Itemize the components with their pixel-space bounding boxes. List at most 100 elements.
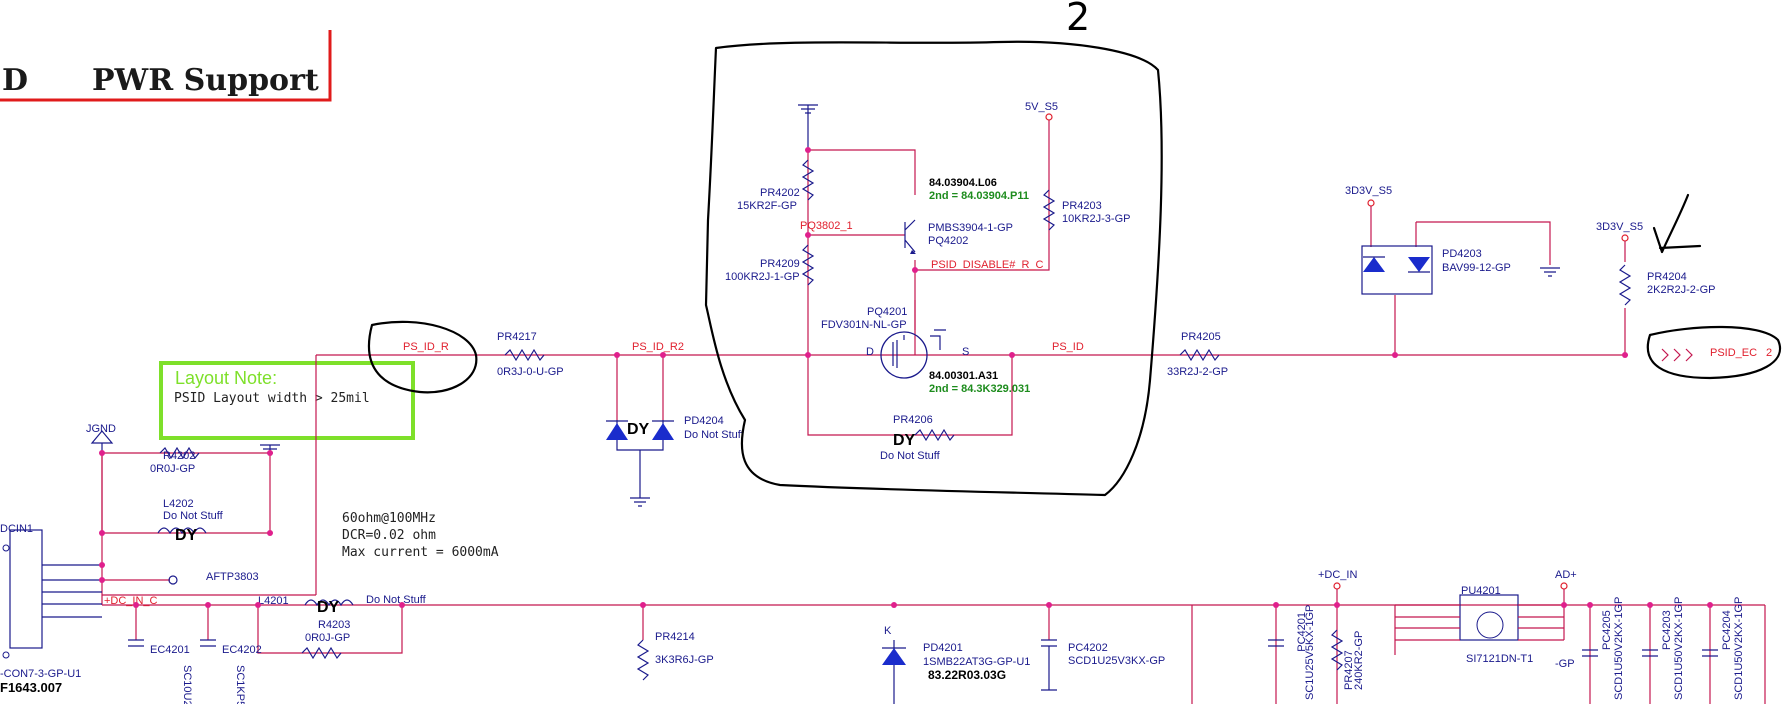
inductor-note: 60ohm@100MHz DCR=0.02 ohm Max current = … xyxy=(342,511,499,560)
pr4202-ref: PR4202 xyxy=(760,187,800,199)
pd4204-ref: PD4204 xyxy=(684,415,724,427)
hand-outline-box xyxy=(704,40,1163,497)
pd4201-part: 83.22R03.03G xyxy=(928,668,1006,682)
pr4203-ref: PR4203 xyxy=(1062,200,1102,212)
hand-arrow xyxy=(1652,193,1702,254)
hand-circle-ps-id-r xyxy=(367,320,478,394)
inductor-note-line: DCR=0.02 ohm xyxy=(342,528,436,543)
psid-ec-page: 2 xyxy=(1766,347,1772,359)
pq4201-ref: PQ4201 xyxy=(867,306,907,318)
r4202-ref: R4202 xyxy=(163,450,195,462)
pq4202-value: PMBS3904-1-GP xyxy=(928,222,1013,234)
resistor-pr4217: PR4217 0R3J-0-U-GP xyxy=(497,331,564,378)
pq4202-ref: PQ4202 xyxy=(928,235,968,247)
pr4214-value: 3K3R6J-GP xyxy=(655,654,714,666)
dcin1-part: F1643.007 xyxy=(0,680,62,695)
pq4201-pin-s: S xyxy=(962,346,969,358)
layout-note-title: Layout Note: xyxy=(175,368,277,388)
pc4201-value: SC1U25V5KX-1GP xyxy=(1304,605,1316,700)
layout-note-body: PSID Layout width > 25mil xyxy=(174,391,370,406)
pr4202-value: 15KR2F-GP xyxy=(737,200,797,212)
net-label-5v-s5: 5V_S5 xyxy=(1025,101,1058,113)
pr4207-value: 240KR2-GP xyxy=(1353,631,1365,690)
ps-id-main-wire xyxy=(102,354,1628,596)
pr4217-ref: PR4217 xyxy=(497,331,537,343)
hand-circle-psid-ec xyxy=(1646,325,1781,380)
title-banner: D PWR Support xyxy=(0,30,332,102)
l4201-ref: L4201 xyxy=(258,595,289,607)
connector-dcin1: DCIN1 -CON7-3-GP-U1 F1643.007 xyxy=(0,523,102,695)
resistor-pr4206: PR4206 DY Do Not Stuff xyxy=(880,414,955,462)
net-label-ps-id-r2: PS_ID_R2 xyxy=(632,341,684,353)
capacitor-pc4202: PC4202 SCD1U25V3KX-GP xyxy=(1041,605,1193,704)
l4202-dy: DY xyxy=(175,527,198,544)
diode-pd4201: K PD4201 1SMB22AT3G-GP-U1 83.22R03.03G xyxy=(882,625,1030,704)
capacitors-pc-output: PC4205 SCD1U50V2KX-1GP PC4203 SCD1U50V2K… xyxy=(1582,597,1766,704)
pr4206-ref: PR4206 xyxy=(893,414,933,426)
net-label-dc-in-c: +DC_IN_C xyxy=(104,595,158,607)
diode-pd4204: DY PD4204 Do Not Stuff xyxy=(606,355,745,507)
pr4203-value: 10KR2J-3-GP xyxy=(1062,213,1130,225)
pq4201-pin-d: D xyxy=(866,346,874,358)
net-label-psid-ec: PSID_EC xyxy=(1710,347,1757,359)
pr4209-ref: PR4209 xyxy=(760,258,800,270)
net-label-dc-in: +DC_IN xyxy=(1318,569,1357,581)
pr4209-value: 100KR2J-1-GP xyxy=(725,271,800,283)
pr4204-ref: PR4204 xyxy=(1647,271,1687,283)
pd4201-k: K xyxy=(884,625,892,637)
input-section: JGND R4202 0R0J-GP L4202 Do Not Stuff DY… xyxy=(86,423,280,605)
pu4201-section: +DC_IN PC4201 SC1U25V5KX-1GP PR4207 240K… xyxy=(1268,569,1577,704)
pc4204-value: SCD1U50V2KX-1GP xyxy=(1733,597,1745,700)
pc4205-ref: PC4205 xyxy=(1601,610,1613,650)
pc4203-value: SCD1U50V2KX-1GP xyxy=(1673,597,1685,700)
mosfet-pq4201: PQ4201 FDV301N-NL-GP D S 84.00301.A31 2n… xyxy=(807,300,1030,436)
pq4201-value: FDV301N-NL-GP xyxy=(821,319,907,331)
net-label-jgnd: JGND xyxy=(86,423,116,435)
pd4203-ref: PD4203 xyxy=(1442,248,1482,260)
net-label-ps-id-r: PS_ID_R xyxy=(403,341,449,353)
r4202-value: 0R0J-GP xyxy=(150,463,195,475)
pu4201-value: SI7121DN-T1 xyxy=(1466,653,1533,665)
pd4201-value: 1SMB22AT3G-GP-U1 xyxy=(923,656,1030,668)
net-label-ad-plus: AD+ xyxy=(1555,569,1577,581)
junction-dots xyxy=(99,147,1713,608)
pr4204-value: 2K2R2J-2-GP xyxy=(1647,284,1715,296)
resistor-pr4204: 3D3V_S5 PR4204 2K2R2J-2-GP xyxy=(1596,221,1715,355)
r4203-ref: R4203 xyxy=(318,619,350,631)
l4201-value: Do Not Stuff xyxy=(366,594,427,606)
pc4202-value: SCD1U25V3KX-GP xyxy=(1068,655,1165,667)
pc4203-ref: PC4203 xyxy=(1661,610,1673,650)
pc4201-ref: PC4201 xyxy=(1296,612,1308,652)
r4203-value: 0R0J-GP xyxy=(305,632,350,644)
pq4202-line1: 84.03904.L06 xyxy=(929,177,997,189)
resistor-pr4214: PR4214 3K3R6J-GP xyxy=(636,605,714,681)
pu4201-ref: PU4201 xyxy=(1461,585,1501,597)
psid-ec-connector: PSID_EC 2 xyxy=(1661,347,1772,362)
ec4201-ref: EC4201 xyxy=(150,644,190,656)
pc4204-ref: PC4204 xyxy=(1721,610,1733,650)
pd4204-dy: DY xyxy=(627,421,650,438)
pr4205-ref: PR4205 xyxy=(1181,331,1221,343)
pd4204-value: Do Not Stuff xyxy=(684,429,745,441)
resistor-pr4203: 5V_S5 PR4203 10KR2J-3-GP xyxy=(1025,101,1130,231)
banner-right-text: PWR Support xyxy=(92,63,319,98)
resistor-pr4205: PR4205 33R2J-2-GP xyxy=(1167,331,1228,378)
pq4202-line2: 2nd = 84.03904.P11 xyxy=(929,190,1029,202)
pr4217-value: 0R3J-0-U-GP xyxy=(497,366,564,378)
diode-pd4203: 3D3V_S5 PD4203 BAV99-12-GP xyxy=(1345,185,1560,355)
pc4202-ref: PC4202 xyxy=(1068,642,1108,654)
l4202-value: Do Not Stuff xyxy=(163,510,224,522)
ec4202-value: SC1KP50V xyxy=(234,665,246,704)
ec4201-value: SC10U25V xyxy=(181,665,193,704)
pr4205-value: 33R2J-2-GP xyxy=(1167,366,1228,378)
dcin1-value: -CON7-3-GP-U1 xyxy=(0,668,81,680)
dcin1-ref: DCIN1 xyxy=(0,523,33,535)
inductor-note-line: 60ohm@100MHz xyxy=(342,511,436,526)
layout-note: Layout Note: PSID Layout width > 25mil xyxy=(159,361,415,440)
net-label-ps-id: PS_ID xyxy=(1052,341,1084,353)
inductor-note-line: Max current = 6000mA xyxy=(342,545,499,560)
pq4201-line2: 2nd = 84.3K329.031 xyxy=(929,383,1030,395)
net-label-pq3802: PQ3802_1 xyxy=(800,220,853,232)
net-label-psid-disable: PSID_DISABLE#_R_C xyxy=(931,259,1044,271)
